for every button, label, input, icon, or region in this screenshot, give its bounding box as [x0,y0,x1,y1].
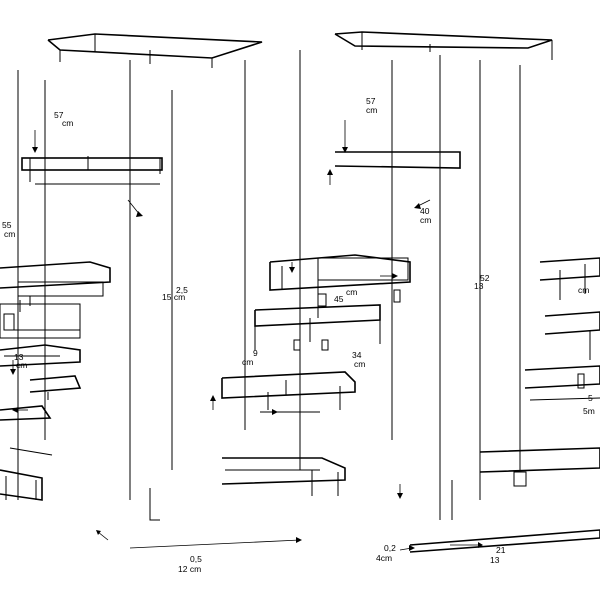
arrow-right-icon [478,542,483,548]
left-top-shelf [47,33,263,68]
left-mid-shelf [21,156,163,185]
center-lower-shelf [221,371,356,413]
left-drawer-block [0,261,111,339]
dim-label: 55 [2,220,12,230]
dim-label-unit: cm [4,229,15,239]
dimension-lines [10,120,483,551]
arrow-down-icon [289,267,295,273]
arrow-down-icon [397,493,403,499]
dim-label: 57 [54,110,64,120]
dim-label-unit: 13 [474,281,484,291]
left-lower-shelves [0,344,82,456]
right-base [439,447,600,520]
center-unit-drawing [149,31,553,521]
arrow-down-icon [10,369,16,375]
arrow-icon [414,203,421,209]
center-base [149,457,346,521]
dim-label: cm [578,285,589,295]
dim-label: 21 [496,545,506,555]
left-unit-drawing [0,33,263,501]
center-top-shelf [334,31,553,60]
right-mid-shelf [544,311,600,360]
dim-label: cm [346,287,357,297]
dim-label: 34 [352,350,362,360]
right-upper-shelf [539,257,600,300]
dim-label-unit: cm [420,215,431,225]
center-bench [254,304,381,351]
dim-label-unit: 13 [490,555,500,565]
arrow-right-icon [296,537,302,543]
right-unit-drawing [409,257,600,553]
dim-label-unit: 5m [583,406,595,416]
arrow-left-icon [12,407,18,413]
dim-label: 52 [480,273,490,283]
dim-label: 5 [588,393,593,403]
dim-label: 13 [14,352,24,362]
right-floor-line [409,529,600,553]
left-uprights [17,60,246,500]
arrow-up-icon [327,169,333,175]
dim-label-unit: cm [366,105,377,115]
dim-label-unit: cm [62,118,73,128]
dim-label-unit: cm [354,359,365,369]
dim-label: 2,5 [176,285,188,295]
dim-label-unit: 15 cm [162,292,185,302]
dim-label-unit: cm [242,357,253,367]
arrow-right-icon [409,545,415,551]
dim-label-unit: 12 cm [178,564,201,574]
arrow-icon [96,530,101,535]
dim-label-unit: cm [16,360,27,370]
left-base [0,469,43,501]
dim-label: 45 [334,294,344,304]
dim-label: 0,5 [190,554,202,564]
dim-label-unit: 4cm [376,553,392,563]
arrow-icon [136,211,143,217]
arrow-down-icon [342,147,348,153]
center-open-module [269,254,411,318]
arrow-right-icon [272,409,278,415]
arrow-up-icon [210,395,216,401]
arrow-down-icon [32,147,38,153]
dim-label: 40 [420,206,430,216]
dim-label: 9 [253,348,258,358]
dimension-labels: 57 cm 55 cm 2,5 15 cm 13 cm 57 cm 40 cm … [2,96,595,574]
dim-label: 57 [366,96,376,106]
right-drawer-block [524,365,600,401]
arrow-right-icon [392,273,398,279]
dim-label: 0,2 [384,543,396,553]
center-mid-shelf [334,151,461,169]
